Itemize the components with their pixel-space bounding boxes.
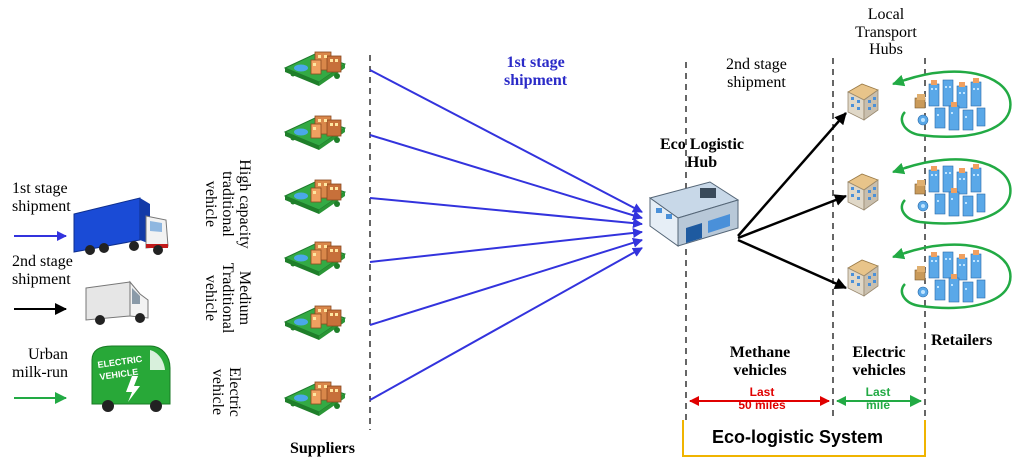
local-transport-hub-building-icon [847, 83, 879, 121]
legend-urban-label: Urban milk-run [12, 346, 68, 382]
supplier-icons [284, 51, 346, 417]
second-stage-arrows [737, 112, 847, 290]
milk-run-loops [900, 70, 1012, 310]
supplier-factory-icon [284, 241, 346, 277]
last-mile-label: Last mile [865, 385, 891, 412]
supplier-factory-icon [284, 115, 346, 151]
local-transport-hubs-label: Local Transport Hubs [855, 6, 917, 59]
eco-logistic-system-label: Eco-logistic System [712, 427, 884, 447]
retailers-label: Retailers [931, 332, 993, 349]
milk-run-arrowheads [892, 74, 909, 260]
high-capacity-vehicle-label: High capacity traditional vehicle [202, 159, 253, 249]
electric-vehicles-label: Electric vehicles [852, 344, 906, 380]
legend-stage1-label: 1st stage shipment [12, 180, 71, 216]
medium-vehicle-label: Medium Traditional vehicle [202, 262, 253, 334]
local-transport-hub-building-icon [847, 259, 879, 297]
second-stage-label: 2nd stage shipment [726, 56, 787, 92]
eco-logistic-system-bracket [682, 420, 926, 457]
suppliers-label: Suppliers [290, 440, 355, 457]
electric-vehicle-label: Electric vehicle [209, 367, 243, 417]
first-stage-arrows [369, 69, 643, 401]
first-stage-label: 1st stage shipment [504, 54, 568, 90]
local-transport-hub-icons [847, 83, 879, 297]
electric-van-icon: ELECTRIC VEHICLE [91, 345, 171, 412]
white-van-icon [85, 280, 149, 325]
supplier-factory-icon [284, 381, 346, 417]
legend-stage2-label: 2nd stage shipment [12, 253, 73, 289]
supplier-factory-icon [284, 179, 346, 215]
eco-logistic-hub-building-icon [648, 181, 740, 247]
last-50-miles-label: Last 50 miles [738, 385, 786, 412]
eco-logistic-hub-label: Eco Logistic Hub [660, 136, 744, 172]
supplier-factory-icon [284, 305, 346, 341]
supplier-factory-icon [284, 51, 346, 87]
blue-truck-icon [73, 197, 169, 255]
methane-vehicles-label: Methane vehicles [729, 344, 791, 380]
local-transport-hub-building-icon [847, 173, 879, 211]
